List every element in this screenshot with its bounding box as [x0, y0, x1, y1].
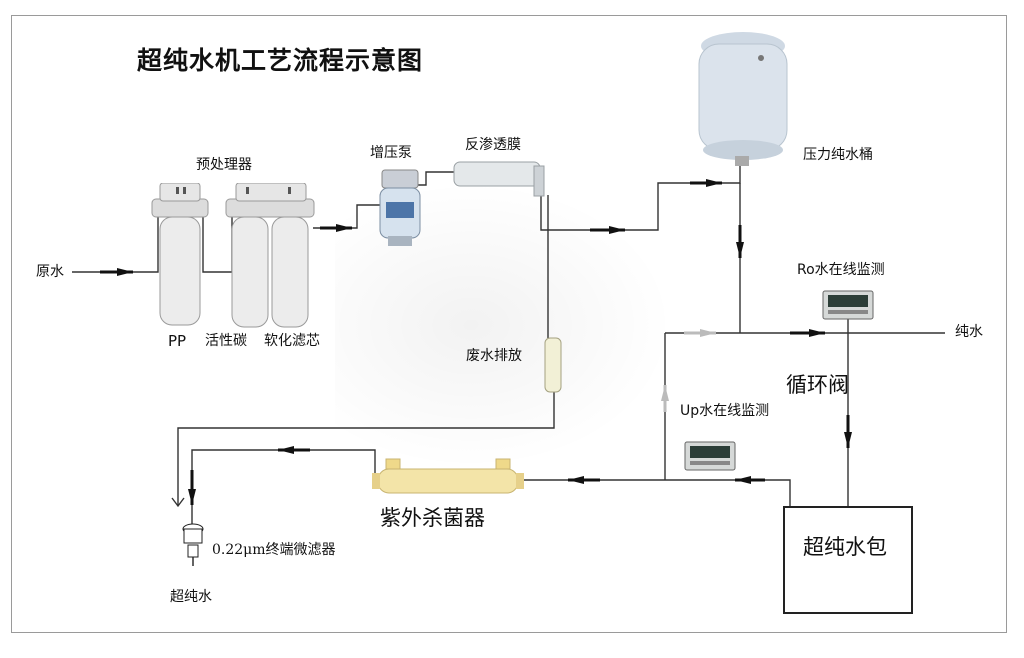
waste-restrictor — [544, 337, 562, 393]
pressure-tank — [698, 32, 788, 166]
pipe-waste-to-outlet — [177, 392, 555, 505]
up-monitor-device — [684, 441, 736, 471]
ro-membrane — [453, 161, 545, 197]
label-uv-sterilizer: 紫外杀菌器 — [380, 506, 485, 530]
ultrapure-tank-box — [783, 506, 913, 614]
label-booster-pump: 增压泵 — [370, 145, 412, 161]
drain-y-mark — [171, 497, 185, 508]
uv-sterilizer-device — [372, 458, 524, 494]
pp-filter-cap — [151, 198, 209, 218]
label-softener-core: 软化滤芯 — [264, 333, 320, 349]
pretreatment-filters — [151, 183, 315, 328]
carbon-filter-housing — [231, 216, 269, 328]
label-circulation-valve: 循环阀 — [786, 373, 849, 397]
ro-monitor-device — [822, 290, 874, 320]
label-raw-water: 原水 — [36, 264, 64, 280]
booster-pump — [379, 169, 421, 246]
pipe-to-pump — [313, 204, 380, 229]
label-ro-membrane: 反渗透膜 — [465, 137, 521, 153]
softener-filter-housing — [271, 216, 309, 328]
pipe-tank-to-uv — [520, 479, 791, 506]
label-up-monitor: Up水在线监测 — [680, 403, 770, 419]
label-pure-water: 纯水 — [955, 324, 983, 340]
label-pressure-tank: 压力纯水桶 — [803, 147, 873, 163]
terminal-filter-device — [182, 523, 204, 566]
label-activated-carbon: 活性碳 — [205, 333, 247, 349]
pipe-pump-to-membrane — [418, 171, 458, 186]
label-pp: PP — [168, 332, 187, 350]
pp-filter-housing — [159, 216, 201, 326]
page-title: 超纯水机工艺流程示意图 — [137, 46, 424, 75]
diagram-frame — [11, 15, 1007, 633]
twin-filter-cap — [225, 198, 315, 218]
label-terminal-filter: 0.22μm终端微滤器 — [212, 542, 336, 558]
pipe-uv-to-filter — [191, 449, 376, 530]
label-waste-drain: 废水排放 — [466, 348, 522, 364]
label-ultrapure-water-out: 超纯水 — [170, 589, 212, 605]
pipe-raw-water — [72, 215, 159, 273]
label-pretreatment: 预处理器 — [196, 157, 252, 173]
pipe-membrane-product — [540, 160, 741, 231]
label-ultrapure-tank: 超纯水包 — [803, 535, 887, 559]
label-ro-monitor: Ro水在线监测 — [797, 262, 885, 278]
